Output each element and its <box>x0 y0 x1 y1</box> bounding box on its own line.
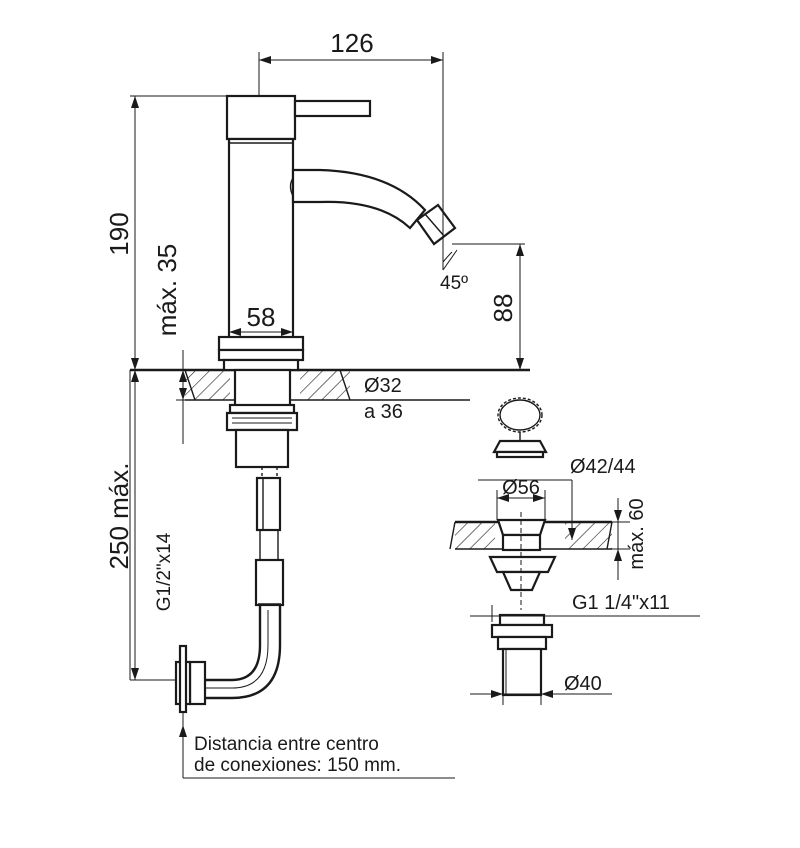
dimension-lines <box>129 52 525 779</box>
dim-hole-diameter-line1: Ø32 <box>364 375 402 397</box>
waste-assembly <box>449 397 700 705</box>
dim-waste-thread: G1 1/4"x11 <box>572 592 670 614</box>
dim-hose-thread: G1/2"x14 <box>154 532 175 611</box>
dim-waste-hole-diameter: Ø42/44 <box>570 456 636 478</box>
dim-max-hose-length: 250 máx. <box>104 463 134 570</box>
dim-max-deck-thickness: máx. 35 <box>152 244 182 337</box>
note-line2: de conexiones: 150 mm. <box>194 755 401 776</box>
flexible-hose <box>174 467 285 714</box>
dim-waste-flange-diameter: Ø56 <box>502 477 540 499</box>
dim-total-height: 190 <box>104 212 134 255</box>
dim-spout-angle: 45º <box>440 273 468 294</box>
dim-waste-max-thickness: máx. 60 <box>626 498 648 569</box>
countertop <box>130 368 530 401</box>
dim-spout-height: 88 <box>488 294 518 323</box>
note-line1: Distancia entre centro <box>194 734 379 755</box>
shank-assembly <box>225 368 299 469</box>
dim-body-diameter: 58 <box>247 302 276 332</box>
dim-waste-outlet-diameter: Ø40 <box>564 673 602 695</box>
dim-spout-reach: 126 <box>330 28 373 58</box>
dim-hole-diameter-line2: a 36 <box>364 401 403 423</box>
